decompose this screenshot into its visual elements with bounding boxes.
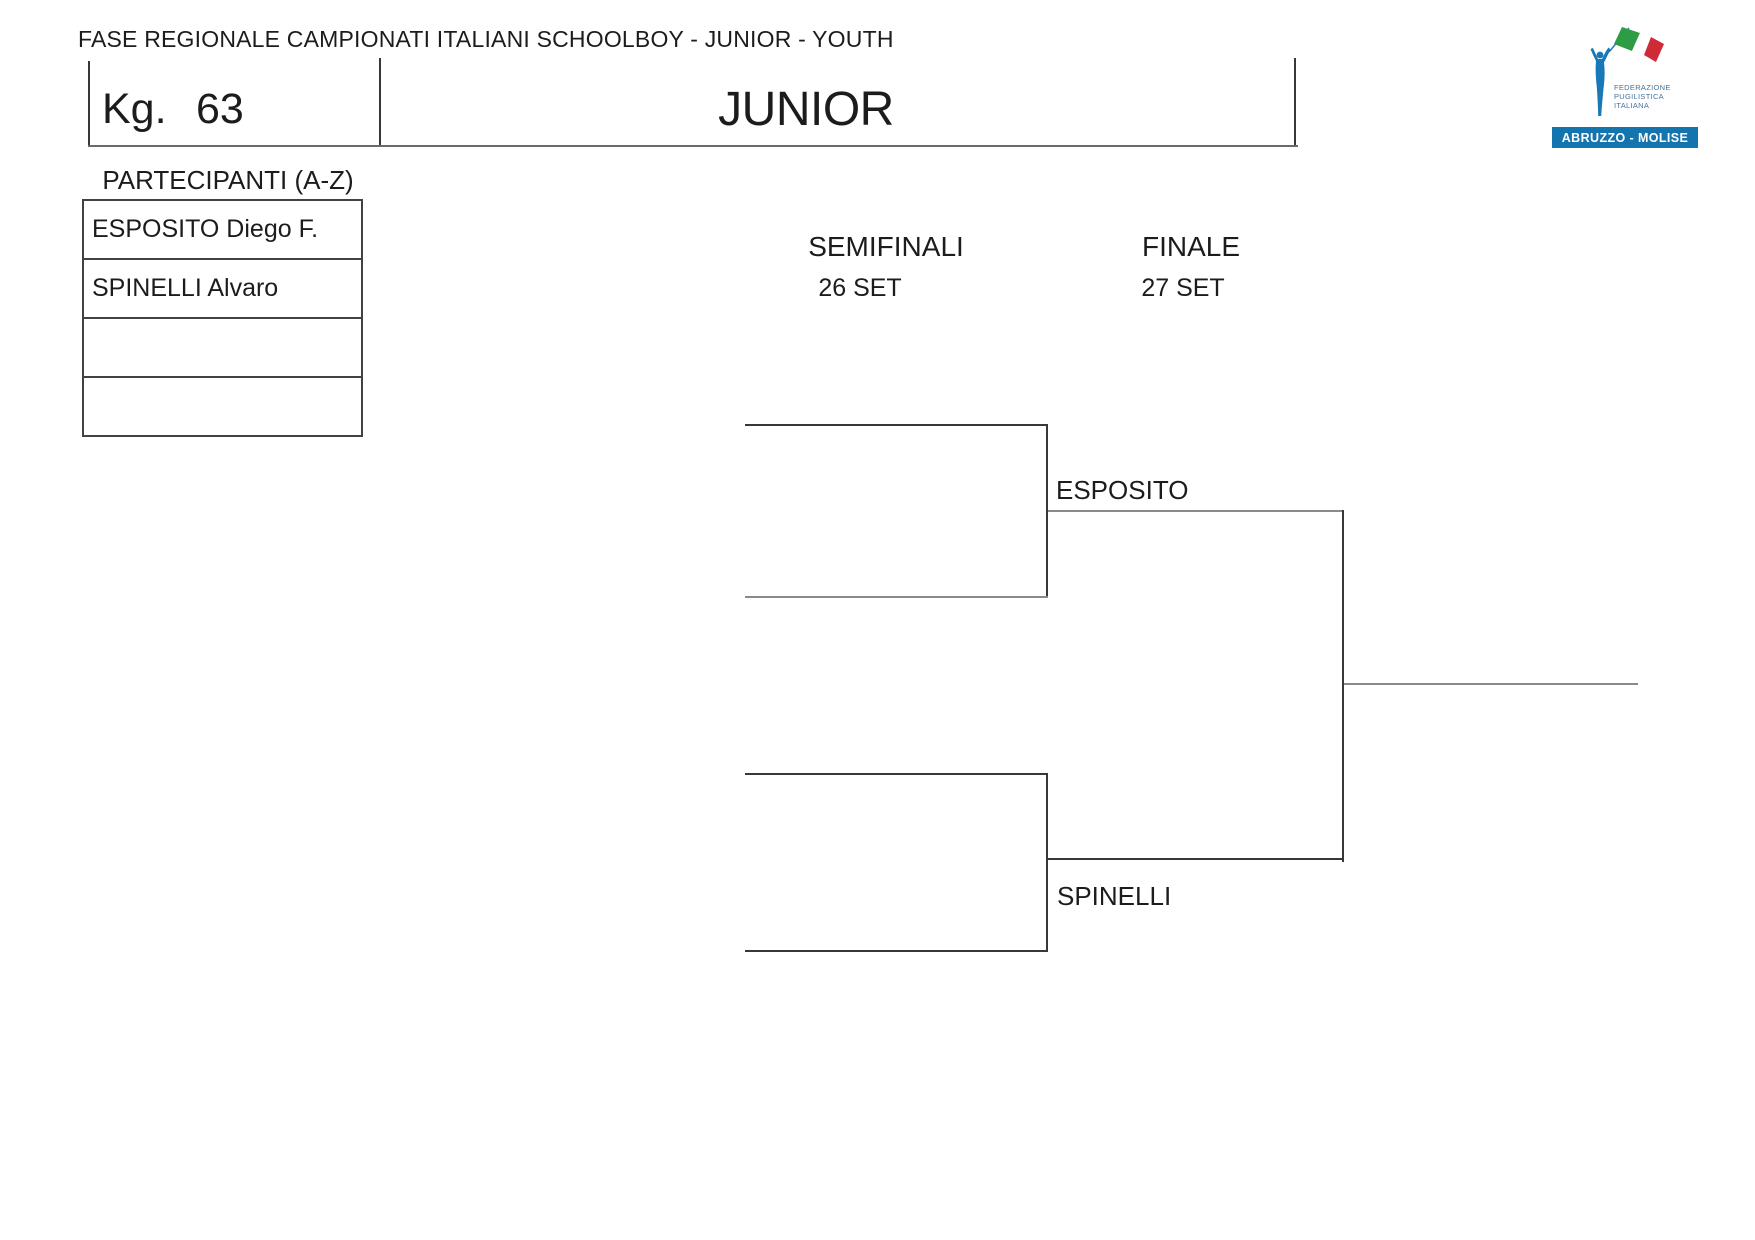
header-bottom-border	[88, 145, 1298, 147]
participants-heading: PARTECIPANTI (A-Z)	[102, 165, 354, 195]
bracket-line-sf2-bottom	[745, 950, 1048, 952]
participant-row: SPINELLI Alvaro	[84, 260, 361, 319]
participant-row	[84, 319, 361, 378]
federation-logo: FEDERAZIONE PUGILISTICA ITALIANA	[1590, 27, 1671, 116]
category-title: JUNIOR	[718, 83, 894, 136]
round-date-semifinali: 26 SET	[818, 274, 902, 302]
semifinal-winner-bottom-label: SPINELLI	[1057, 881, 1172, 911]
bracket-line-finale-vertical	[1342, 510, 1344, 862]
participant-name: ESPOSITO Diego F.	[92, 215, 319, 243]
bracket-line-sf2-winner-connector	[1048, 858, 1344, 860]
italian-flag-white-icon	[1632, 33, 1651, 55]
weight-value: 63	[196, 85, 244, 133]
weight-box-left-border	[88, 61, 90, 145]
bracket-line-finale-winner	[1344, 683, 1638, 685]
participant-name: SPINELLI Alvaro	[92, 274, 279, 302]
bracket-line-sf2-top	[745, 773, 1048, 775]
federation-name-line1: FEDERAZIONE	[1614, 83, 1671, 92]
round-date-finale: 27 SET	[1141, 274, 1225, 302]
italian-flag-red-icon	[1644, 37, 1664, 62]
bracket-line-sf1-top	[745, 424, 1048, 426]
federation-name-line2: PUGILISTICA	[1614, 92, 1664, 101]
bracket-line-sf2-vertical	[1046, 773, 1048, 952]
participant-row	[84, 378, 361, 435]
italian-flag-green-icon	[1614, 27, 1640, 51]
participants-table: ESPOSITO Diego F. SPINELLI Alvaro	[82, 199, 363, 437]
weight-label: Kg.	[102, 85, 167, 133]
region-banner: ABRUZZO - MOLISE	[1552, 127, 1698, 148]
boxer-figure-icon	[1590, 47, 1611, 116]
federation-name-line3: ITALIANA	[1614, 101, 1649, 110]
page-title: FASE REGIONALE CAMPIONATI ITALIANI SCHOO…	[78, 26, 894, 52]
participant-row: ESPOSITO Diego F.	[84, 201, 361, 260]
semifinal-winner-top-label: ESPOSITO	[1056, 475, 1189, 505]
header-divider-line	[379, 58, 381, 145]
bracket-line-sf1-bottom	[745, 596, 1048, 598]
bracket-line-sf1-winner-connector	[1048, 510, 1344, 512]
category-box-right-border	[1294, 58, 1296, 145]
round-header-semifinali: SEMIFINALI	[808, 231, 964, 262]
round-header-finale: FINALE	[1141, 231, 1241, 262]
bracket-line-sf1-vertical	[1046, 424, 1048, 598]
boxer-head-icon	[1596, 51, 1604, 59]
